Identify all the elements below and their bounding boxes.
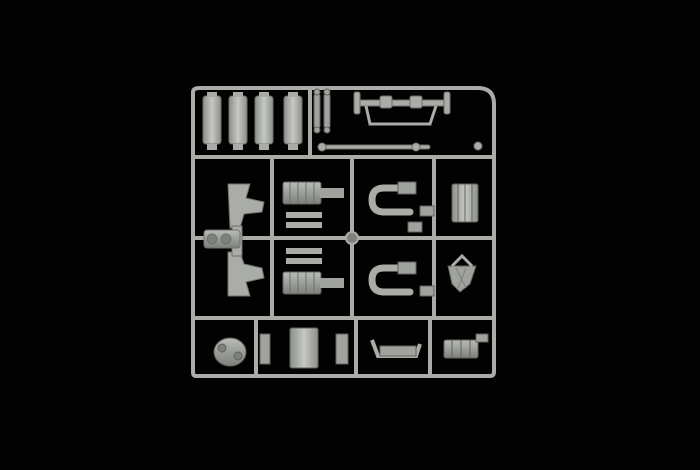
engine-blocks [282, 181, 359, 295]
bottom-parts [213, 327, 489, 369]
exhaust-ends [397, 181, 435, 297]
tank-parts [202, 92, 303, 150]
shock-parts [313, 88, 331, 134]
axle-part [317, 91, 483, 152]
exhaust-pipes [368, 184, 414, 296]
chassis-part [203, 183, 265, 297]
right-parts [447, 183, 479, 293]
sprue-frame [191, 86, 496, 378]
